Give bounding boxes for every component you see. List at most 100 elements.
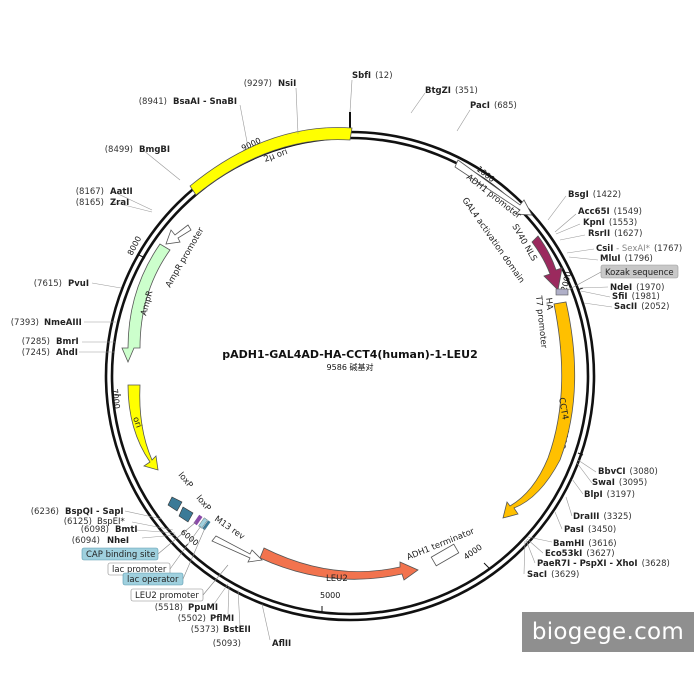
svg-text:PflMI: PflMI — [210, 614, 234, 624]
svg-text:(8499): (8499) — [105, 145, 133, 155]
svg-text:KpnI(1553): KpnI(1553) — [583, 218, 637, 228]
svg-text:AhdI: AhdI — [56, 348, 78, 358]
site-ppumi[interactable]: (5518)PpuMI — [155, 583, 229, 613]
svg-text:BsaAI - SnaBI: BsaAI - SnaBI — [173, 97, 237, 107]
svg-text:AatII: AatII — [110, 187, 133, 197]
feature-loxp-1[interactable]: loxP — [167, 471, 195, 512]
plasmid-name: pADH1-GAL4AD-HA-CCT4(human)-1-LEU2 — [222, 348, 477, 361]
svg-text:(6125): (6125) — [64, 517, 92, 527]
site-ndei[interactable]: NdeI(1970) — [579, 283, 664, 293]
svg-text:ZraI: ZraI — [110, 198, 129, 208]
svg-text:PpuMI: PpuMI — [188, 603, 218, 613]
svg-text:(5093): (5093) — [213, 639, 241, 649]
site-rsrii[interactable]: RsrII(1627) — [559, 229, 642, 241]
svg-text:BbvCI(3080): BbvCI(3080) — [598, 467, 658, 477]
svg-text:PvuI: PvuI — [68, 279, 89, 289]
site-draiii[interactable]: DraIII(3325) — [565, 496, 632, 522]
site-pvui[interactable]: (7615) PvuI — [34, 279, 122, 289]
site-bbvci[interactable]: BbvCI(3080) — [577, 459, 658, 477]
site-bspei[interactable]: (6125)BspEI* — [64, 517, 174, 531]
site-nhei[interactable]: (6094)NheI — [72, 534, 177, 546]
site-bsteii[interactable]: (5373)BstEII — [191, 589, 251, 635]
site-csii[interactable]: CsiI - SexAI*(1767) — [566, 244, 682, 254]
svg-text:CsiI - SexAI*(1767): CsiI - SexAI*(1767) — [596, 244, 682, 254]
feature-m13-rev[interactable]: M13 rev — [211, 514, 263, 563]
feature-loxp-2[interactable]: loxP — [178, 494, 213, 523]
svg-text:LEU2 promoter: LEU2 promoter — [135, 591, 199, 601]
svg-text:4000: 4000 — [462, 543, 484, 562]
site-btgzi[interactable]: BtgZI(351) — [410, 86, 478, 114]
site-nsii[interactable]: (9297)NsiI — [244, 79, 299, 135]
site-pasi[interactable]: PasI(3450) — [554, 511, 616, 535]
svg-text:CAP binding site: CAP binding site — [86, 550, 155, 560]
svg-text:BtgZI(351): BtgZI(351) — [425, 86, 478, 96]
site-bsgi[interactable]: BsgI(1422) — [547, 190, 621, 221]
svg-text:(5373): (5373) — [191, 625, 219, 635]
label-leu2-promoter[interactable]: LEU2 promoter — [130, 588, 204, 602]
feature-leu2-label: LEU2 — [326, 574, 348, 584]
feature-cct4[interactable]: CCT4 — [502, 301, 576, 519]
feature-ampr-promoter[interactable]: AmpR promoter — [164, 224, 207, 290]
watermark-logo: biogege.com — [522, 612, 694, 652]
svg-text:PacI(685): PacI(685) — [470, 101, 517, 111]
svg-text:(7245): (7245) — [22, 348, 50, 358]
label-cap-binding-site[interactable]: CAP binding site — [81, 547, 159, 561]
label-lac-operator[interactable]: lac operator — [122, 572, 184, 586]
svg-text:BmrI: BmrI — [56, 337, 79, 347]
svg-text:Acc65I(1549): Acc65I(1549) — [578, 207, 642, 217]
site-sbfi[interactable]: SbfI(12) — [349, 71, 393, 113]
site-eco53ki[interactable]: Eco53kI(3627) — [526, 538, 615, 559]
feature-ha-label: HA — [543, 297, 554, 310]
plasmid-size: 9586 碱基对 — [327, 362, 374, 372]
feature-two-micron-ori[interactable]: 2μ ori — [189, 127, 353, 196]
svg-text:MluI(1796): MluI(1796) — [600, 254, 653, 264]
svg-text:RsrII(1627): RsrII(1627) — [588, 229, 642, 239]
feature-gal4-ad[interactable] — [531, 235, 563, 291]
feature-ori-label: ori — [130, 416, 143, 430]
site-bsaai[interactable]: (8941)BsaAI - SnaBI — [139, 97, 249, 148]
site-swai[interactable]: SwaI(3095) — [576, 462, 647, 488]
feature-ampr[interactable]: AmpR — [121, 243, 171, 364]
site-nmeaiii[interactable]: (7393)NmeAIII — [11, 318, 116, 328]
site-sacii[interactable]: SacII(2052) — [583, 302, 670, 312]
feature-ha[interactable]: HA — [543, 288, 569, 311]
svg-text:Eco53kI(3627): Eco53kI(3627) — [545, 549, 615, 559]
site-bmgbi[interactable]: (8499) BmgBI — [105, 145, 181, 181]
site-acc65i[interactable]: Acc65I(1549) — [554, 207, 642, 233]
feature-leu2[interactable]: LEU2 — [259, 547, 419, 584]
svg-text:BlpI(3197): BlpI(3197) — [584, 490, 635, 500]
site-paci[interactable]: PacI(685) — [456, 101, 517, 132]
svg-text:AflII: AflII — [272, 639, 291, 649]
ring-tick-4000: 4000 — [462, 543, 490, 569]
site-sfii[interactable]: SfiI(1981) — [580, 290, 660, 302]
svg-text:Kozak sequence: Kozak sequence — [605, 268, 674, 278]
site-pflmi[interactable]: (5502)PflMI — [178, 585, 234, 624]
svg-text:(6098): (6098) — [81, 525, 109, 535]
feature-kozak[interactable]: Kozak sequence — [600, 264, 679, 279]
svg-text:BmgBI: BmgBI — [139, 145, 170, 155]
feature-cct4-label: CCT4 — [556, 397, 570, 421]
site-kpni[interactable]: KpnI(1553) — [555, 218, 637, 235]
site-mlui[interactable]: MluI(1796) — [568, 254, 653, 264]
feature-adh1-promoter[interactable]: ADH1 promoter — [454, 159, 533, 221]
feature-ori[interactable]: ori — [127, 384, 159, 471]
svg-text:lac operator: lac operator — [127, 575, 179, 585]
svg-text:(7615): (7615) — [34, 279, 62, 289]
site-ahdi[interactable]: (7245) AhdI — [22, 348, 115, 358]
site-bmri[interactable]: (7285)BmrI — [22, 337, 115, 347]
svg-text:NsiI: NsiI — [278, 79, 296, 89]
site-bspqi[interactable]: (6236)BspQI - SapI — [31, 507, 163, 520]
site-saci[interactable]: SacI(3629) — [523, 540, 579, 580]
site-bamhi[interactable]: BamHI(3616) — [527, 536, 617, 549]
site-aatii[interactable]: (8167)AatII — [76, 187, 153, 211]
site-paer7i[interactable]: PaeR7I - PspXI - XhoI(3628) — [525, 539, 670, 569]
svg-text:SwaI(3095): SwaI(3095) — [592, 478, 647, 488]
site-zrai[interactable]: (8165)ZraI — [76, 198, 153, 213]
svg-text:SacI(3629): SacI(3629) — [527, 570, 579, 580]
svg-text:BmtI: BmtI — [115, 525, 138, 535]
site-bmti[interactable]: (6098) BmtI — [81, 525, 176, 535]
site-aflii[interactable]: (5093) AflII — [213, 603, 291, 649]
svg-text:NheI: NheI — [107, 536, 129, 546]
site-blpi[interactable]: BlpI(3197) — [571, 478, 635, 500]
